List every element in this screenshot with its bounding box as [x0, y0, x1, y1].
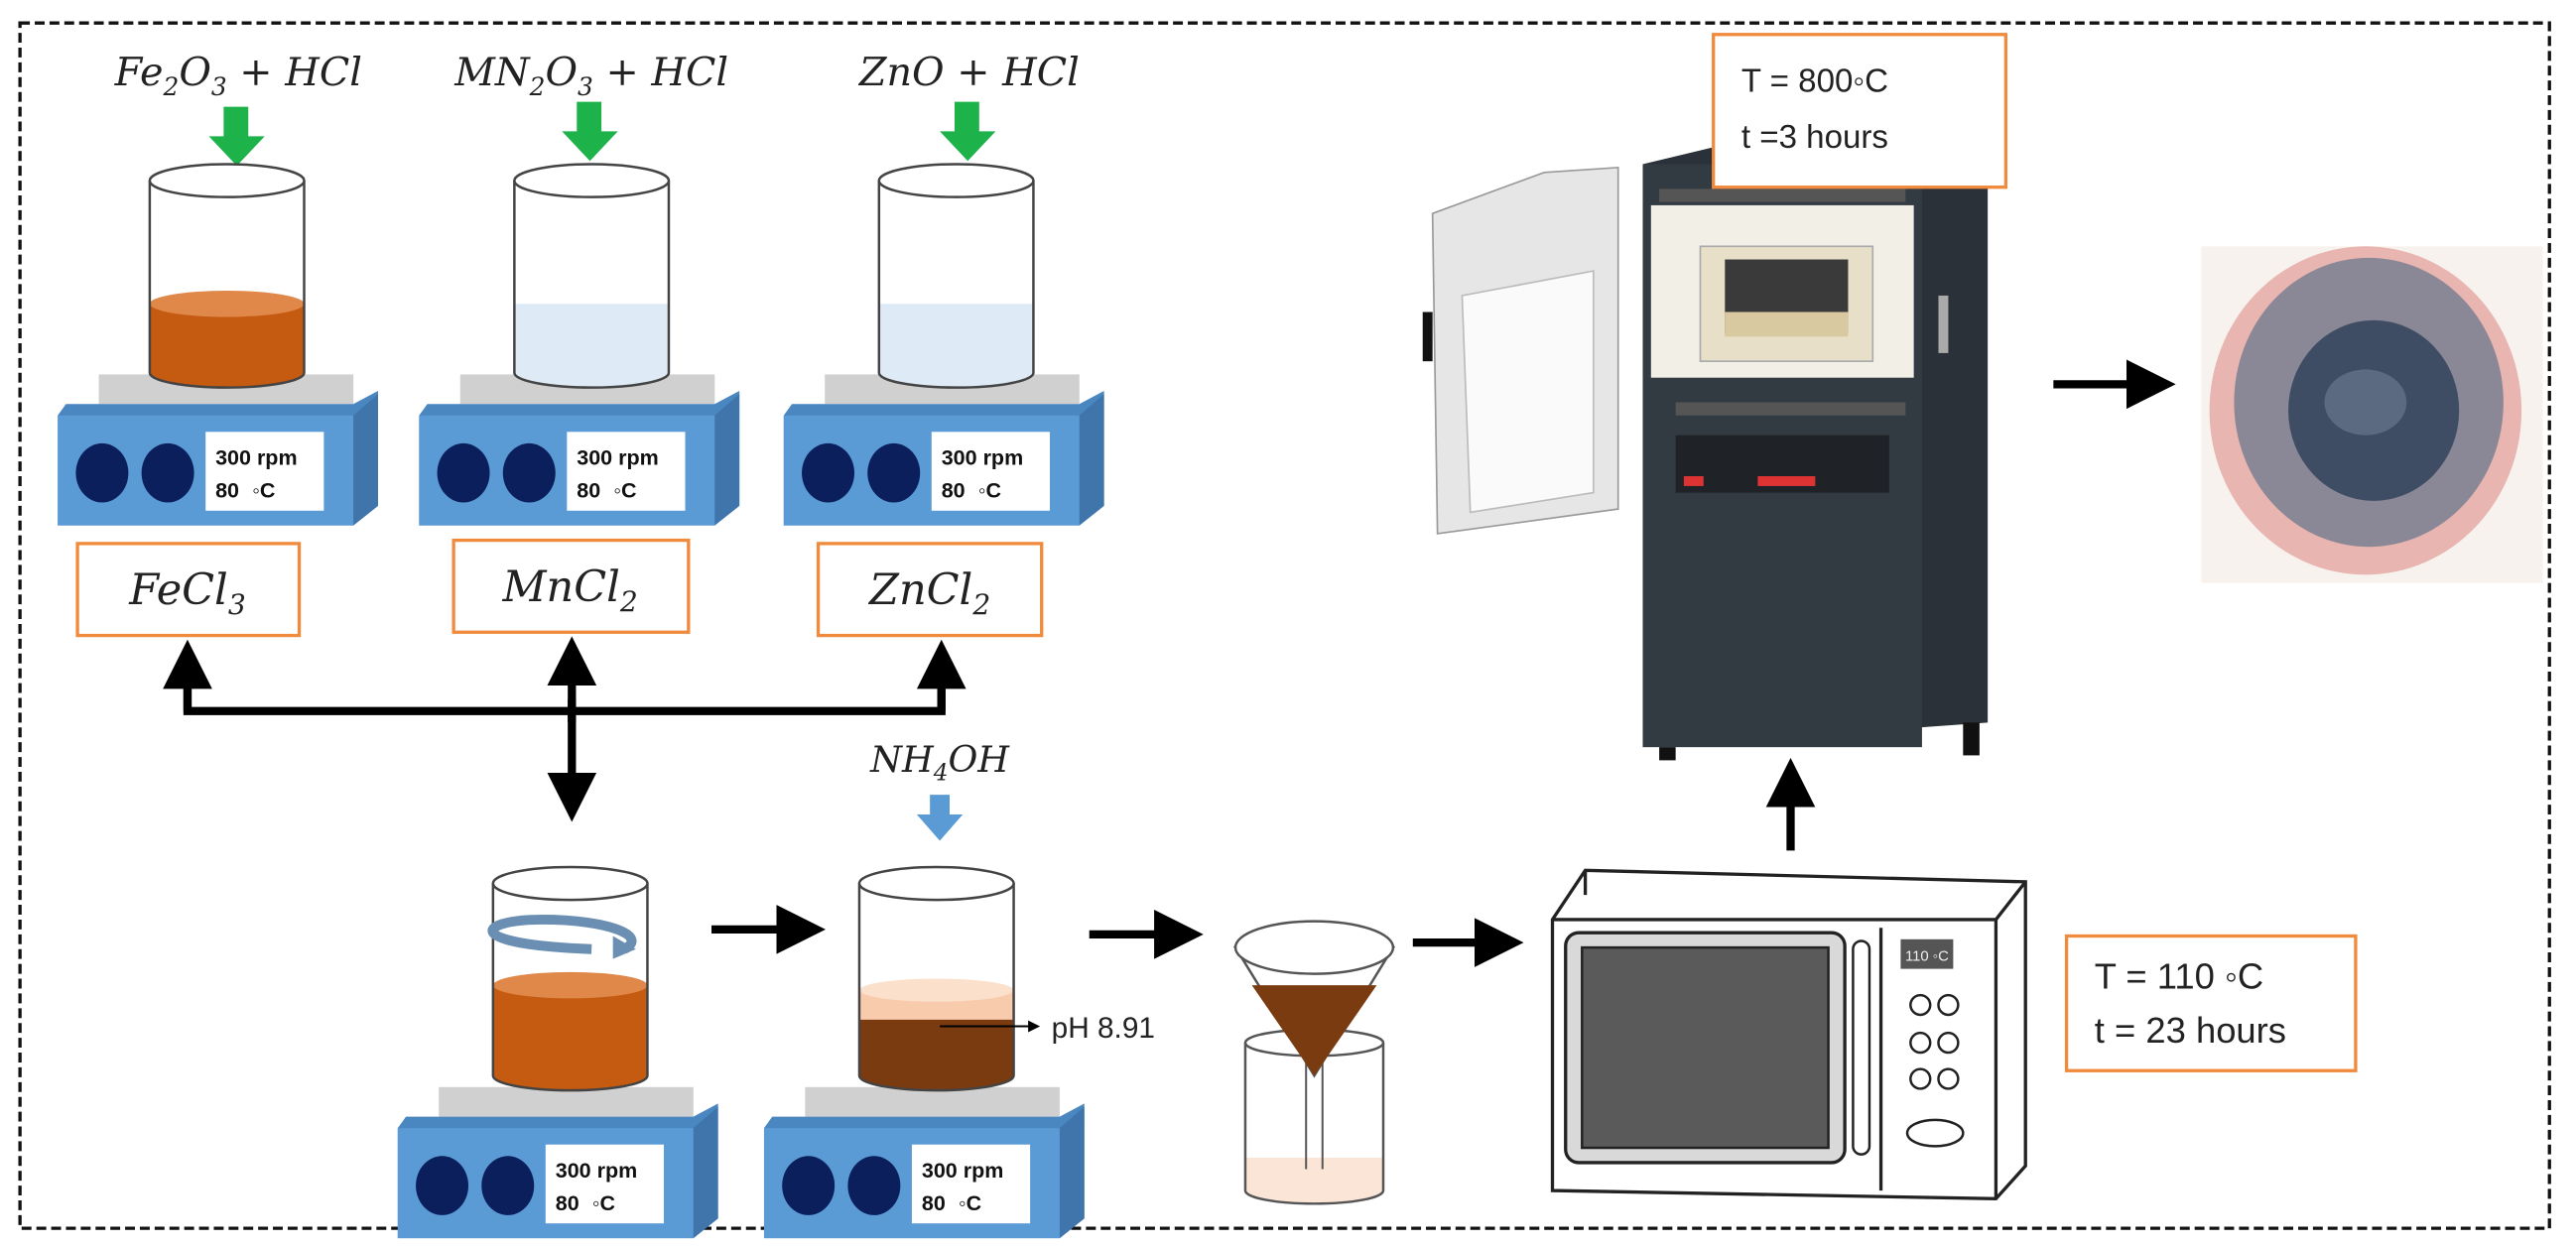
svg-text:80◦C: 80◦C	[942, 479, 1001, 503]
svg-text:80◦C: 80◦C	[215, 479, 275, 503]
green-arrow-icons	[208, 101, 996, 167]
svg-text:300 rpm: 300 rpm	[922, 1159, 1003, 1183]
stirrer-4: 300 rpm 80◦C	[397, 1086, 718, 1239]
ph-label: pH 8.91	[1052, 1012, 1155, 1045]
svg-text:80◦C: 80◦C	[556, 1191, 615, 1215]
reagent-fe2o3: Fe2O3 + HCl	[114, 50, 362, 101]
svg-text:t =3 hours: t =3 hours	[1741, 119, 1888, 156]
beaker-precipitate	[857, 865, 1015, 1092]
crucible-product-photo	[2201, 246, 2543, 583]
stirring-arrow-icon	[487, 914, 637, 954]
reagent-mn2o3: MN2O3 + HCl	[453, 50, 728, 101]
dashed-frame	[18, 21, 2551, 1230]
oven-conditions-box: T = 110 ◦C t = 23 hours	[2064, 934, 2358, 1072]
beaker-mncl2	[513, 163, 671, 389]
svg-text:80◦C: 80◦C	[577, 479, 636, 503]
svg-text:FeCl3: FeCl3	[128, 565, 246, 621]
product-mncl2: MnCl2	[451, 538, 691, 634]
svg-text:300 rpm: 300 rpm	[577, 445, 658, 469]
drying-oven: 110 ◦C	[1550, 868, 2027, 1201]
svg-text:MnCl2: MnCl2	[501, 562, 637, 618]
filtration-funnel	[1232, 920, 1396, 1205]
beaker-zncl2	[877, 163, 1035, 389]
svg-text:T = 800◦C: T = 800◦C	[1741, 63, 1888, 100]
svg-text:300 rpm: 300 rpm	[215, 445, 297, 469]
mixing-arrows	[163, 636, 966, 822]
stirrer-2: 300 rpm 80◦C	[419, 374, 740, 526]
product-zncl2: ZnCl2	[816, 542, 1044, 638]
blue-arrow-icon	[916, 795, 964, 841]
svg-text:300 rpm: 300 rpm	[556, 1159, 637, 1183]
stirrer-1: 300 rpm 80◦C	[58, 374, 378, 526]
base-nh4oh: NH4OH	[869, 738, 1010, 786]
muffle-furnace	[1422, 144, 1989, 761]
oven-display: 110 ◦C	[1905, 948, 1949, 964]
svg-text:t = 23 hours: t = 23 hours	[2095, 1010, 2286, 1051]
svg-text:ZnCl2: ZnCl2	[867, 565, 990, 621]
product-fecl3: FeCl3	[75, 542, 302, 638]
svg-text:T = 110 ◦C: T = 110 ◦C	[2095, 955, 2263, 996]
svg-text:300 rpm: 300 rpm	[942, 445, 1023, 469]
stirrer-3: 300 rpm 80◦C	[783, 374, 1104, 526]
beaker-fecl3	[148, 163, 306, 389]
svg-text:80◦C: 80◦C	[922, 1191, 981, 1215]
reagent-zno: ZnO + HCl	[857, 50, 1080, 95]
furnace-conditions-box: T = 800◦C t =3 hours	[1712, 33, 2008, 189]
beaker-mixture	[487, 865, 649, 1092]
stirrer-5: 300 rpm 80◦C	[763, 1086, 1085, 1239]
